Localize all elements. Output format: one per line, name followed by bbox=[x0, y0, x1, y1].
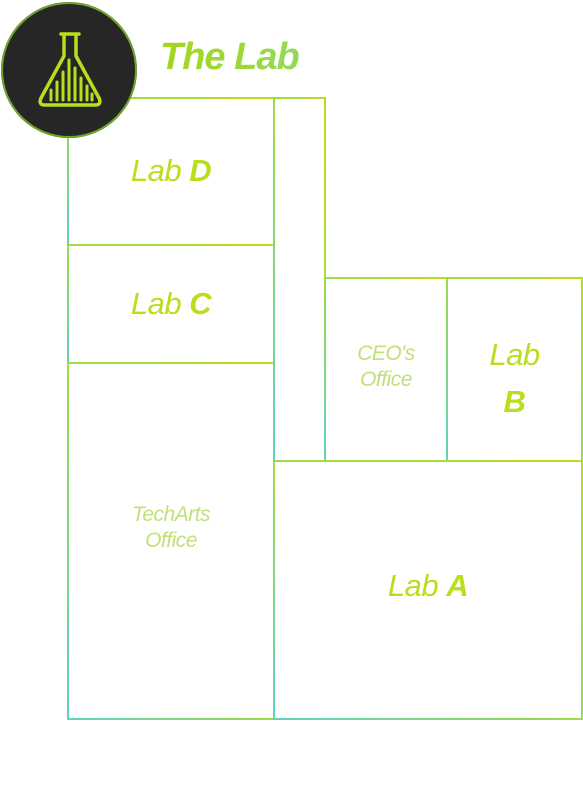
page-title: The Lab bbox=[160, 36, 300, 78]
label-ceo-office: CEO's Office bbox=[325, 341, 447, 394]
lab-a-prefix: Lab bbox=[387, 568, 439, 603]
label-lab-c: Lab C bbox=[68, 285, 274, 324]
lab-c-prefix: Lab bbox=[130, 286, 182, 321]
techarts-line1: TechArts bbox=[131, 503, 211, 526]
lab-a-letter: A bbox=[446, 568, 469, 603]
label-techarts-office: TechArts Office bbox=[68, 502, 274, 555]
lab-d-prefix: Lab bbox=[130, 153, 182, 188]
label-lab-a: Lab A bbox=[274, 567, 582, 606]
label-lab-d: Lab D bbox=[68, 152, 274, 191]
ceo-line1: CEO's bbox=[357, 342, 415, 365]
lab-b-prefix: Lab bbox=[489, 337, 540, 372]
techarts-line2: Office bbox=[145, 529, 197, 553]
label-lab-b: Lab B bbox=[447, 332, 582, 425]
corridor bbox=[273, 97, 326, 462]
flask-chart-icon bbox=[1, 2, 137, 138]
lab-c-letter: C bbox=[189, 286, 212, 321]
lab-d-letter: D bbox=[189, 153, 212, 188]
ceo-line2: Office bbox=[360, 368, 412, 392]
room-lab-a[interactable] bbox=[273, 460, 583, 720]
lab-b-letter: B bbox=[503, 383, 526, 419]
